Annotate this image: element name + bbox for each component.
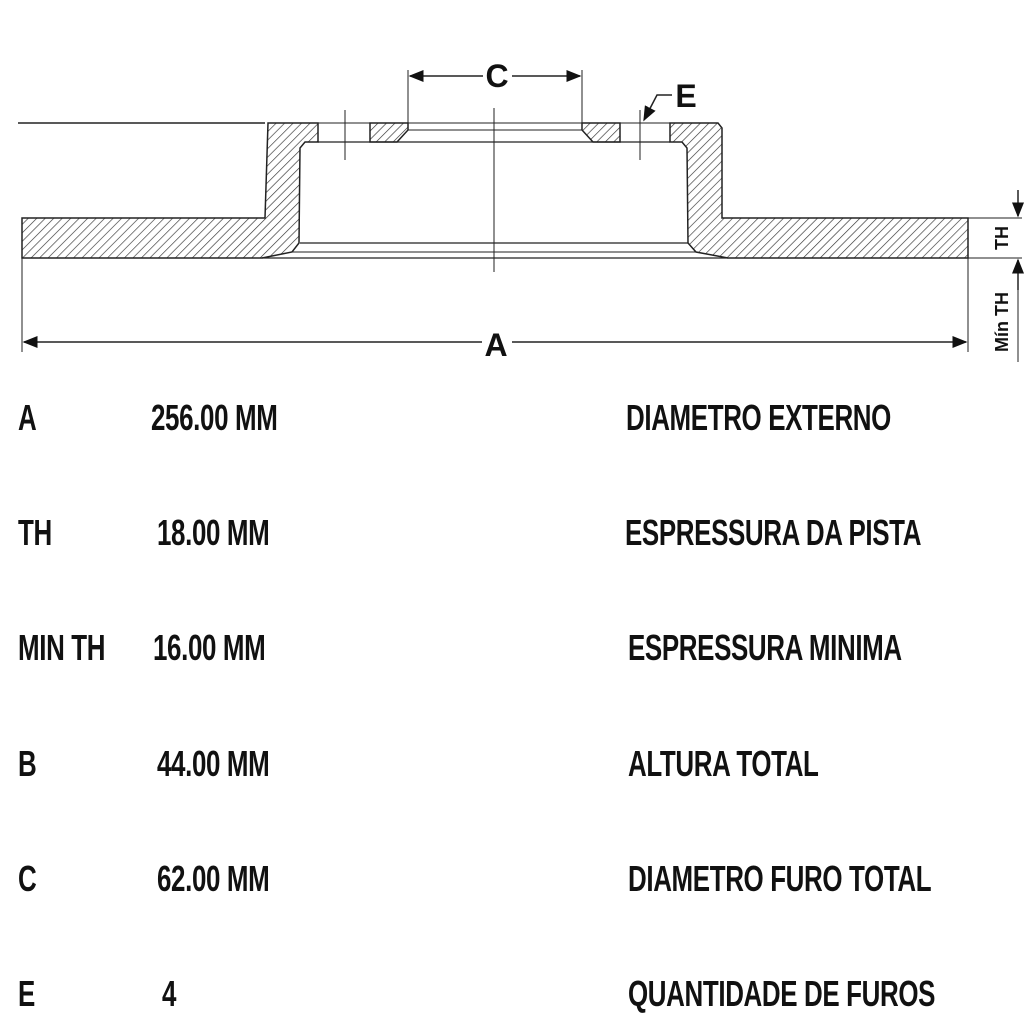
spec-code: C	[18, 858, 37, 899]
spec-description: DIAMETRO EXTERNO	[626, 397, 891, 438]
label-c: C	[485, 58, 508, 94]
e-leader-line	[643, 94, 672, 122]
spec-code: E	[18, 973, 35, 1014]
spec-description: ESPRESSURA MINIMA	[628, 627, 902, 668]
spec-row-min-th: MIN TH 16.00 MM ESPRESSURA MINIMA	[0, 627, 1024, 668]
label-min-th: Mín TH	[992, 292, 1012, 352]
left-hub-lug	[369, 122, 409, 143]
spec-code: TH	[18, 512, 52, 553]
spec-value: 18.00 MM	[157, 512, 270, 553]
left-disc-section	[21, 122, 319, 259]
right-hub-lug	[581, 122, 621, 143]
spec-value: 44.00 MM	[157, 743, 270, 784]
spec-row-b: B 44.00 MM ALTURA TOTAL	[0, 743, 1024, 784]
spec-row-th: TH 18.00 MM ESPRESSURA DA PISTA	[0, 512, 1024, 553]
spec-code: A	[18, 397, 37, 438]
right-disc-section	[669, 122, 969, 259]
spec-value: 62.00 MM	[157, 858, 270, 899]
spec-value: 256.00 MM	[151, 397, 278, 438]
spec-description: ALTURA TOTAL	[628, 743, 819, 784]
label-th: TH	[992, 226, 1012, 250]
spec-code: B	[18, 743, 37, 784]
label-e: E	[675, 78, 696, 114]
spec-description: DIAMETRO FURO TOTAL	[628, 858, 932, 899]
spec-row-a: A 256.00 MM DIAMETRO EXTERNO	[0, 397, 1024, 438]
label-a: A	[484, 327, 507, 363]
spec-row-e: E 4 QUANTIDADE DE FUROS	[0, 973, 1024, 1014]
brake-disc-cross-section: C E A TH Mín TH	[18, 58, 1024, 363]
spec-code: MIN TH	[18, 627, 106, 668]
spec-description: ESPRESSURA DA PISTA	[625, 512, 922, 553]
spec-value: 16.00 MM	[153, 627, 266, 668]
spec-row-c: C 62.00 MM DIAMETRO FURO TOTAL	[0, 858, 1024, 899]
spec-description: QUANTIDADE DE FUROS	[628, 973, 936, 1014]
spec-value: 4	[162, 973, 177, 1014]
